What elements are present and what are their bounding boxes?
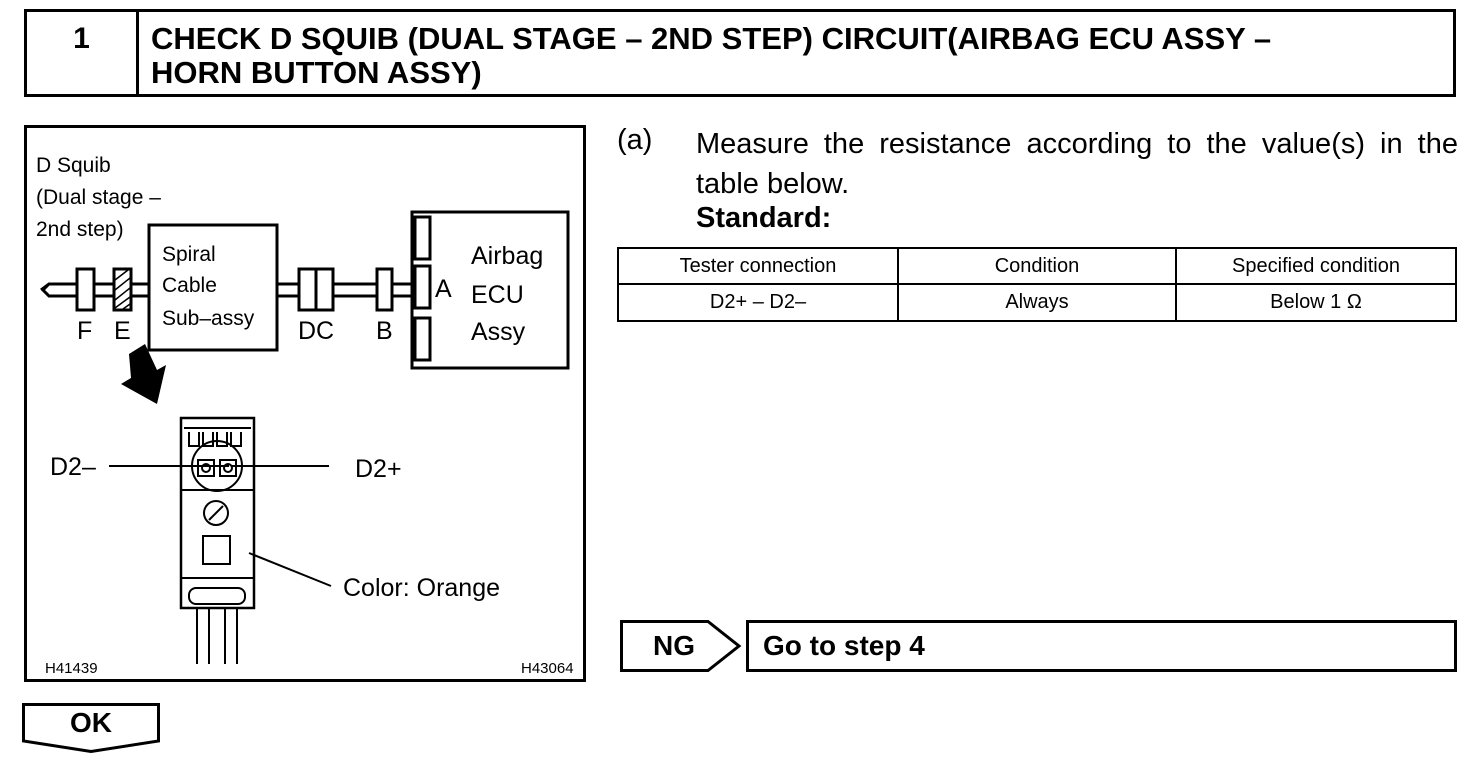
ok-tag-shape xyxy=(22,703,160,753)
connector-e-label: E xyxy=(114,317,131,345)
ok-label: OK xyxy=(70,707,112,738)
ng-action: Go to step 4 xyxy=(746,620,1457,672)
spiral-label-3: Sub–assy xyxy=(162,307,255,330)
squib-label-2: (Dual stage – xyxy=(36,186,161,209)
step-header: 1 CHECK D SQUIB (DUAL STAGE – 2ND STEP) … xyxy=(24,9,1456,97)
ecu-label-3: Assy xyxy=(471,318,526,346)
squib-label-1: D Squib xyxy=(36,154,111,177)
header-specified-condition: Specified condition xyxy=(1175,247,1457,285)
wire-left xyxy=(40,282,77,298)
standard-label: Standard: xyxy=(696,202,832,234)
pointer-arrow xyxy=(121,344,166,404)
cell-condition: Always xyxy=(897,283,1177,322)
ng-tag-shape xyxy=(620,620,742,672)
spiral-label-2: Cable xyxy=(162,274,217,297)
connector-body xyxy=(179,416,256,610)
ecu-label-2: ECU xyxy=(471,281,524,309)
instruction-text: Measure the resistance according to the … xyxy=(696,128,1458,200)
table-row: D2+ – D2– Always Below 1 Ω xyxy=(617,283,1457,322)
ng-label: NG xyxy=(653,630,695,661)
ecu-label-1: Airbag xyxy=(471,242,544,270)
figure-code-left: H41439 xyxy=(45,660,98,677)
step-title: CHECK D SQUIB (DUAL STAGE – 2ND STEP) CI… xyxy=(151,21,1272,90)
airbag-ecu-box xyxy=(410,210,570,370)
connector-b-label: B xyxy=(376,317,393,345)
header-tester-connection: Tester connection xyxy=(617,247,899,285)
terminal-d2-plus: D2+ xyxy=(355,455,402,483)
squib-label-3: 2nd step) xyxy=(36,218,124,241)
spec-table: Tester connection Condition Specified co… xyxy=(617,247,1457,322)
step-number: 1 xyxy=(27,12,139,94)
connector-wires xyxy=(196,608,238,664)
connector-a-label: A xyxy=(435,275,452,303)
cell-specified-condition: Below 1 Ω xyxy=(1175,283,1457,322)
connector-dc-label: DC xyxy=(298,317,335,345)
connector-f-label: F xyxy=(77,317,93,345)
circuit-diagram xyxy=(40,210,570,664)
color-leader-line xyxy=(248,552,332,587)
spec-table-header: Tester connection Condition Specified co… xyxy=(617,247,1457,285)
instruction-marker: (a) xyxy=(617,124,653,156)
cell-tester-connection: D2+ – D2– xyxy=(617,283,899,322)
header-condition: Condition xyxy=(897,247,1177,285)
connector-e-shape xyxy=(112,267,133,312)
terminal-d2-minus: D2– xyxy=(50,453,96,481)
figure-code-right: H43064 xyxy=(521,660,574,677)
spiral-cable-box xyxy=(147,223,279,352)
connector-f-shape xyxy=(75,267,96,312)
color-note: Color: Orange xyxy=(343,574,501,602)
spiral-label-1: Spiral xyxy=(162,243,216,266)
connector-b-shape xyxy=(375,267,394,312)
circuit-figure: D Squib (Dual stage – 2nd step) Spiral C… xyxy=(24,125,586,682)
